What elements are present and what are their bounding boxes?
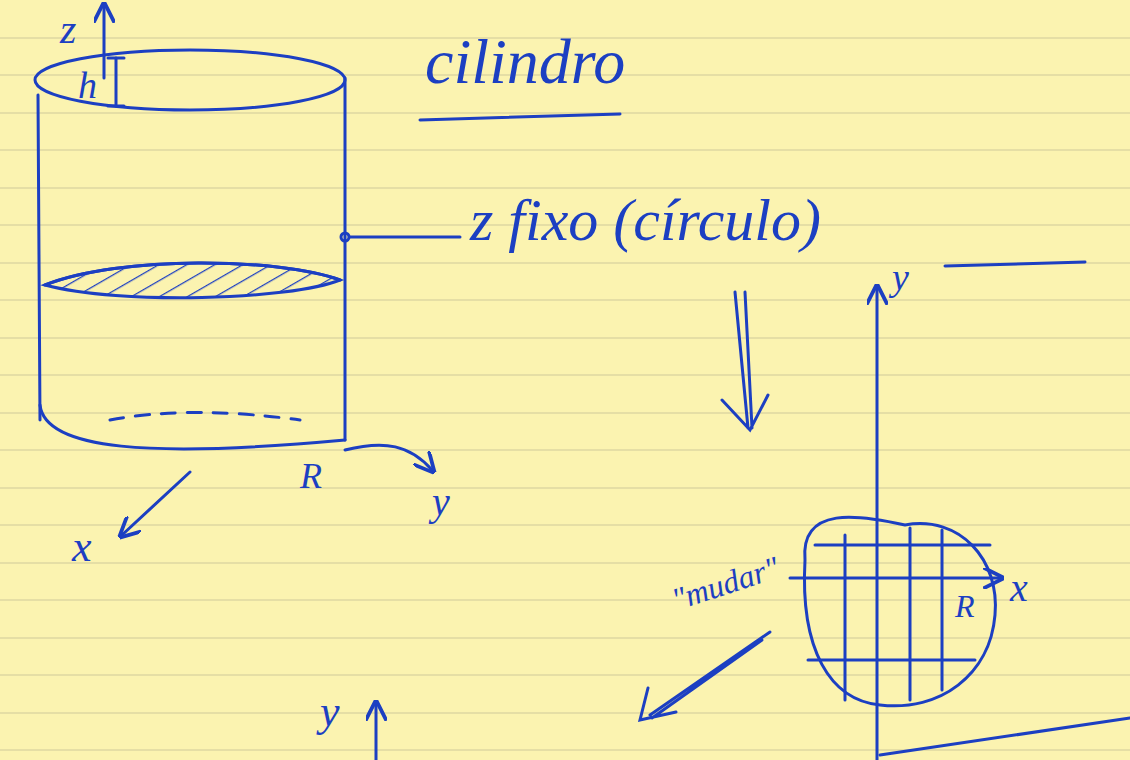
note-text: "mudar" xyxy=(668,551,783,616)
axis-label: z xyxy=(60,8,76,50)
title: cilindro xyxy=(425,30,625,94)
dimension-label: R xyxy=(300,458,322,494)
dimension-label: R xyxy=(955,590,975,622)
cylinder-sketch xyxy=(35,6,1085,535)
axis-label: y xyxy=(320,690,340,734)
ruled-lines xyxy=(0,38,1130,750)
note-text: z fixo (círculo) xyxy=(470,190,821,250)
dimension-label: h xyxy=(78,66,97,104)
circle-grid xyxy=(790,288,1130,760)
mudar-arrow xyxy=(376,632,770,760)
axis-label: y xyxy=(432,482,450,522)
axis-label: y xyxy=(892,258,909,296)
axis-label: x xyxy=(72,525,92,569)
axis-label: x xyxy=(1010,568,1028,608)
